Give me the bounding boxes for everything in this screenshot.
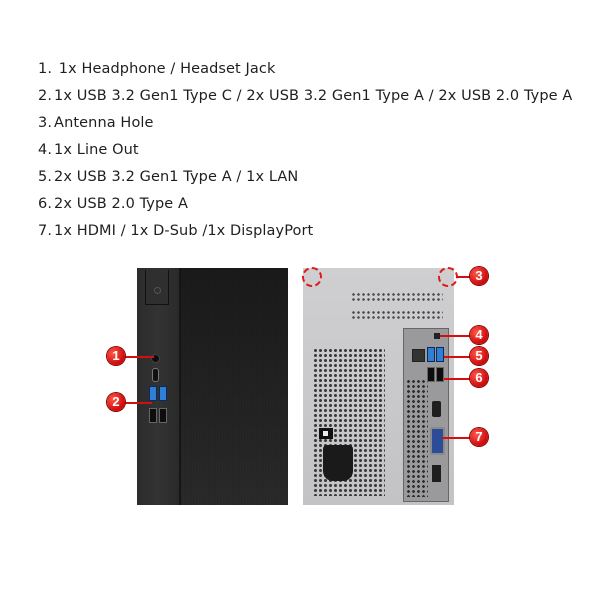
spec-item-5: 5.2x USB 3.2 Gen1 Type A / 1x LAN (38, 166, 572, 193)
leader-line-3 (456, 276, 472, 278)
callout-5: 5 (470, 347, 488, 365)
leader-line-7 (442, 437, 472, 439)
front-io-strip (137, 268, 181, 505)
usb3-port-icon (436, 347, 444, 362)
usb2-port-icon (427, 367, 435, 382)
spec-text: 1x Headphone / Headset Jack (54, 61, 276, 77)
pc-rear-view (303, 268, 454, 505)
power-button-icon (145, 270, 169, 305)
usb-c-port-icon (152, 368, 159, 382)
usb2-port-icon (436, 367, 444, 382)
spec-item-6: 6.2x USB 2.0 Type A (38, 193, 572, 220)
spec-text: 1x USB 3.2 Gen1 Type C / 2x USB 3.2 Gen1… (54, 88, 573, 104)
leader-line-5 (444, 356, 472, 358)
usb3-port-icon (149, 386, 157, 401)
spec-text: 1x HDMI / 1x D-Sub /1x DisplayPort (54, 223, 314, 239)
usb2-port-icon (159, 408, 167, 423)
usb3-port-icon (159, 386, 167, 401)
spec-number: 6. (38, 196, 53, 212)
spec-text: 2x USB 2.0 Type A (54, 196, 189, 212)
io-vent (406, 379, 428, 497)
dsub-port-icon (430, 427, 445, 455)
antenna-hole-marker-right (438, 267, 458, 287)
spec-item-2: 2.1x USB 3.2 Gen1 Type C / 2x USB 3.2 Ge… (38, 85, 572, 112)
hdmi-port-icon (432, 401, 441, 417)
slot-vent (351, 292, 443, 302)
expansion-slot-covers (351, 276, 443, 328)
psu-switch-icon (319, 428, 333, 439)
front-door-panel (181, 268, 288, 505)
callout-1: 1 (107, 347, 125, 365)
spec-item-4: 4.1x Line Out (38, 139, 572, 166)
callout-4: 4 (470, 326, 488, 344)
antenna-hole-marker-left (302, 267, 322, 287)
line-out-port-icon (434, 333, 440, 339)
spec-number: 7. (38, 223, 53, 239)
spec-text: 2x USB 3.2 Gen1 Type A / 1x LAN (54, 169, 299, 185)
leader-line-2 (124, 402, 152, 404)
callout-2: 2 (107, 393, 125, 411)
spec-number: 4. (38, 142, 53, 158)
power-socket-icon (323, 445, 353, 481)
headphone-jack-icon (151, 354, 160, 363)
port-spec-list: 1. 1x Headphone / Headset Jack 2.1x USB … (38, 58, 572, 247)
spec-number: 5. (38, 169, 53, 185)
usb2-port-icon (149, 408, 157, 423)
leader-line-1 (124, 356, 154, 358)
spec-item-7: 7.1x HDMI / 1x D-Sub /1x DisplayPort (38, 220, 572, 247)
spec-text: 1x Line Out (54, 142, 139, 158)
callout-7: 7 (470, 428, 488, 446)
displayport-port-icon (432, 465, 441, 482)
pc-front-view (137, 268, 288, 505)
leader-line-4 (440, 335, 472, 337)
rear-io-shield (403, 328, 449, 502)
callout-3: 3 (470, 267, 488, 285)
spec-number: 1. (38, 61, 53, 77)
spec-number: 3. (38, 115, 53, 131)
spec-item-1: 1. 1x Headphone / Headset Jack (38, 58, 572, 85)
slot-vent (351, 310, 443, 320)
leader-line-6 (444, 378, 472, 380)
spec-item-3: 3.Antenna Hole (38, 112, 572, 139)
callout-6: 6 (470, 369, 488, 387)
spec-number: 2. (38, 88, 53, 104)
lan-port-icon (412, 349, 425, 362)
spec-text: Antenna Hole (54, 115, 154, 131)
usb3-port-icon (427, 347, 435, 362)
